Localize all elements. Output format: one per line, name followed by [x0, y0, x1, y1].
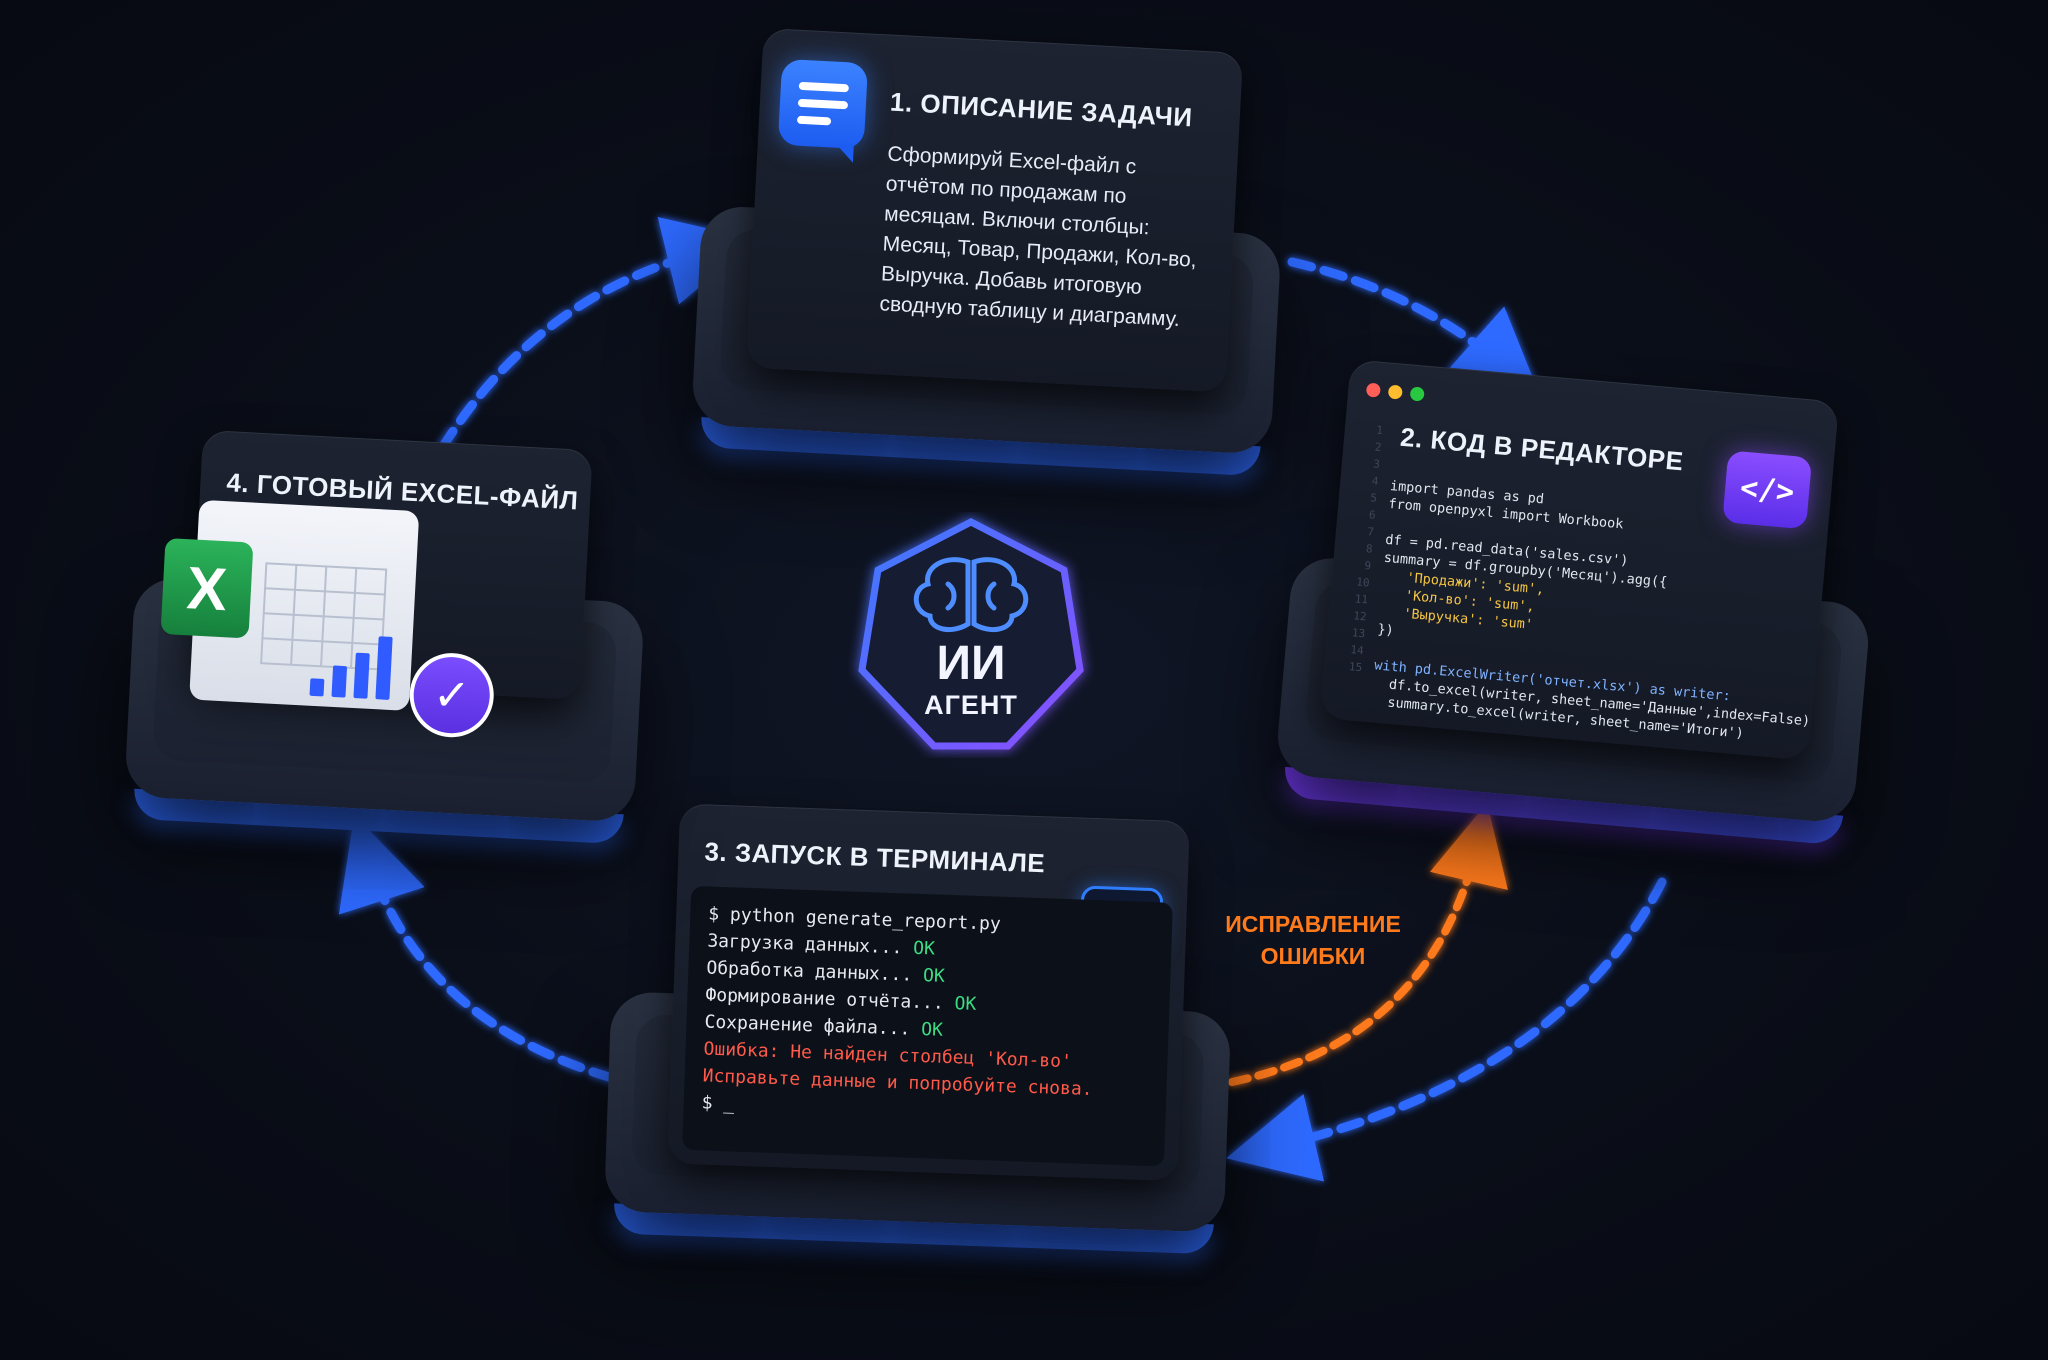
task-card: 1. ОПИСАНИЕ ЗАДАЧИ Сформируй Excel-файл … — [746, 27, 1244, 393]
spreadsheet-grid — [260, 562, 393, 700]
chart-bar — [375, 636, 393, 700]
agent-label-ai: ИИ — [936, 637, 1006, 690]
terminal-prompt: $ _ — [701, 1092, 735, 1115]
chart-bar — [309, 678, 325, 697]
code-block: import pandas as pd from openpyxl import… — [1370, 459, 1829, 748]
terminal-window: 3. ЗАПУСК В ТЕРМИНАЛЕ >_ $ python genera… — [667, 803, 1190, 1182]
code-line — [1375, 639, 1376, 655]
ok-status: OK — [912, 937, 936, 960]
arrow-result-to-task — [437, 216, 756, 453]
log-line: Сохранение файла... — [704, 1011, 922, 1041]
fix-label-line1: ИСПРАВЛЕНИЕ — [1225, 911, 1401, 937]
chart-bar — [353, 652, 370, 699]
minimize-dot-icon — [1387, 384, 1403, 400]
terminal-output: $ python generate_report.py Загрузка дан… — [682, 885, 1174, 1167]
code-editor-window: 1 2 3 4 5 6 7 8 9 10 11 12 13 14 15 2. К… — [1319, 359, 1840, 761]
fix-label-line2: ОШИБКИ — [1260, 943, 1366, 969]
agent-label-agent: АГЕНТ — [924, 690, 1018, 720]
arrow-terminal-to-result — [338, 815, 617, 1083]
brain-icon — [913, 557, 1029, 633]
ai-agent-hub: ИИ АГЕНТ — [848, 512, 1094, 758]
step-terminal-run: 3. ЗАПУСК В ТЕРМИНАЛЕ >_ $ python genera… — [602, 801, 1238, 1282]
log-line: Загрузка данных... — [707, 930, 914, 959]
terminal-title: 3. ЗАПУСК В ТЕРМИНАЛЕ — [703, 836, 1046, 879]
ok-status: OK — [922, 965, 946, 987]
log-line: Обработка данных... — [706, 957, 924, 987]
ok-status: OK — [954, 993, 977, 1015]
spreadsheet-file-icon — [189, 499, 420, 711]
code-line — [1386, 514, 1387, 530]
terminal-command: $ python generate_report.py — [707, 903, 1002, 935]
excel-logo-icon: X — [160, 537, 254, 639]
fix-error-label: ИСПРАВЛЕНИЕ ОШИБКИ — [1218, 908, 1408, 972]
chat-bubble-icon — [777, 58, 869, 163]
close-dot-icon — [1365, 382, 1381, 398]
step-result-file: 4. ГОТОВЫЙ EXCEL-ФАЙЛ X ✓ — [121, 427, 662, 874]
mini-bar-chart — [309, 636, 393, 700]
arrow-task-to-code — [1287, 257, 1542, 400]
maximize-dot-icon — [1409, 386, 1425, 402]
arrow-fix-error — [1228, 803, 1508, 1086]
task-title: 1. ОПИСАНИЕ ЗАДАЧИ — [889, 86, 1194, 133]
log-line: Формирование отчёта... — [705, 984, 955, 1015]
chart-bar — [331, 665, 347, 698]
step-task-description: 1. ОПИСАНИЕ ЗАДАЧИ Сформируй Excel-файл … — [689, 25, 1291, 495]
task-description-text: Сформируй Excel-файл с отчётом по продаж… — [878, 142, 1198, 331]
ok-status: OK — [920, 1019, 944, 1041]
step-code-editor: 1 2 3 4 5 6 7 8 9 10 11 12 13 14 15 2. К… — [1271, 356, 1889, 865]
arrow-code-to-terminal — [1226, 877, 1667, 1182]
hexagon-frame — [858, 518, 1084, 750]
code-line: }) — [1376, 621, 1395, 639]
